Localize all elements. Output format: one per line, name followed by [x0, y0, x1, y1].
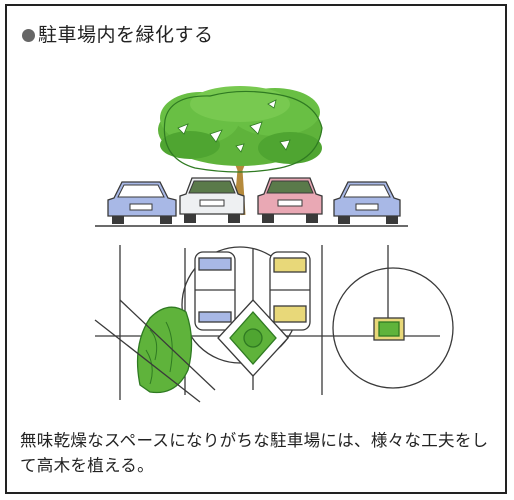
car-center-pink: [257, 177, 323, 223]
diamond-planter-icon: [217, 299, 289, 377]
canopy-circle-right: [332, 267, 454, 389]
tree-canopy-icon: [158, 86, 323, 173]
car-plan-left: [194, 251, 236, 331]
car-right-blue: [333, 181, 401, 224]
car-center-white: [179, 177, 245, 223]
guide-line: [119, 299, 216, 391]
heading-text: 駐車場内を緑化する: [38, 24, 214, 46]
elevation-view: [95, 86, 408, 227]
shrub-icon: [136, 306, 193, 394]
bullet-icon: [22, 29, 35, 42]
figure-heading: 駐車場内を緑化する: [22, 20, 214, 47]
figure-caption: 無味乾燥なスペースになりがちな駐車場には、様々な工夫をして高木を植える。: [20, 431, 489, 475]
guide-line: [94, 319, 201, 403]
car-left-blue: [107, 181, 177, 224]
square-planter-icon: [373, 317, 405, 341]
car-plan-right: [269, 251, 311, 331]
plan-view: [94, 245, 454, 403]
